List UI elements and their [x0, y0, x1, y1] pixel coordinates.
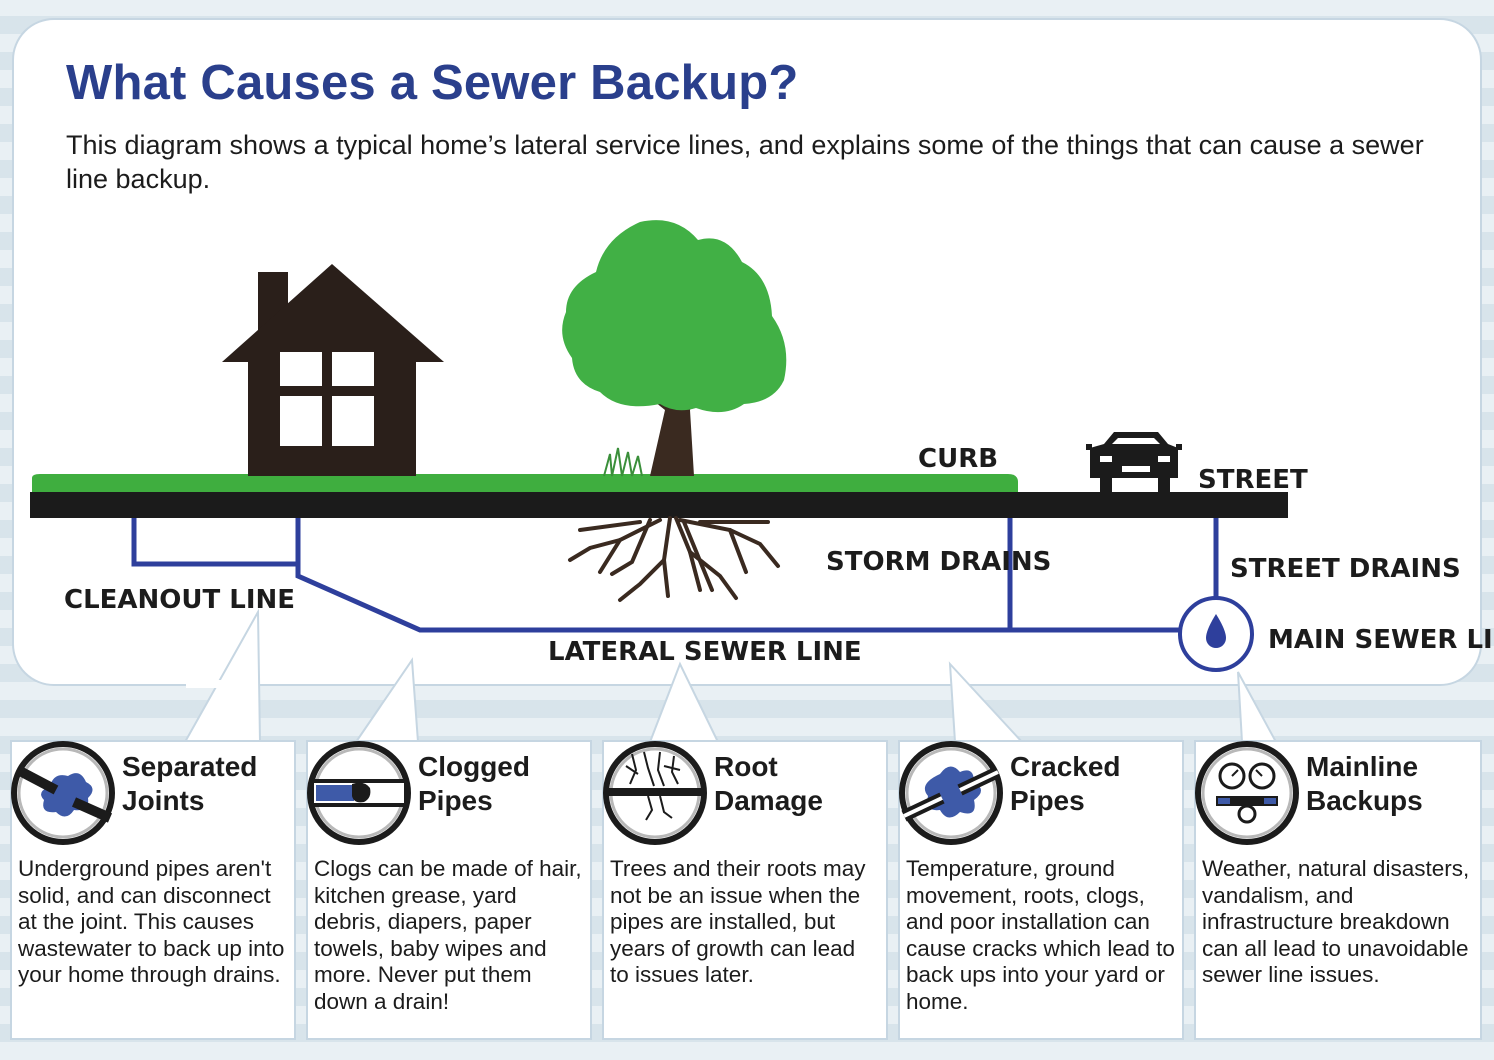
card-description: Clogs can be made of hair, kitchen greas…	[314, 856, 582, 1014]
house-icon	[222, 264, 444, 476]
callout-pointer-mainline-backups	[1237, 671, 1278, 743]
water-drop-icon	[1206, 614, 1226, 648]
card-description: Weather, natural disasters, vandalism, a…	[1202, 856, 1470, 988]
sewer-pipes	[131, 518, 1219, 633]
lateral-sewer-line-label: LATERAL SEWER LINE	[548, 637, 862, 667]
card-description: Underground pipes aren't solid, and can …	[18, 856, 285, 988]
curb-label: CURB	[918, 444, 998, 474]
tree-roots	[568, 516, 780, 602]
pressure-gauge-icon	[1194, 740, 1300, 846]
grass-strip	[32, 474, 1018, 494]
page-title: What Causes a Sewer Backup?	[66, 56, 799, 110]
car-icon	[1086, 432, 1182, 492]
street-label: STREET	[1198, 465, 1308, 495]
callout-pointer-separated-joints	[183, 608, 262, 743]
root-damage-icon	[602, 740, 708, 846]
street-drains-label: STREET DRAINS	[1230, 554, 1461, 584]
cracked-pipe-icon	[898, 740, 1004, 846]
callout-pointer-cracked-pipes	[948, 661, 1025, 743]
callout-pointer-clogged-pipes	[354, 657, 420, 743]
cleanout-line-pipe	[131, 518, 298, 567]
ground-band	[30, 492, 1288, 518]
card-description: Temperature, ground movement, roots, clo…	[906, 856, 1175, 1014]
seam-cover	[186, 680, 258, 688]
storm-drains-label: STORM DRAINS	[826, 547, 1051, 577]
clogged-pipe-icon	[306, 740, 412, 846]
tree-icon	[562, 220, 787, 477]
main-sewer-line-label: MAIN SEWER LINE	[1268, 625, 1494, 655]
lateral-sewer-line-pipe	[295, 518, 1182, 633]
cleanout-line-label: CLEANOUT LINE	[64, 585, 295, 615]
callout-pointers	[183, 608, 1278, 743]
callout-pointer-root-damage	[648, 661, 720, 743]
card-description: Trees and their roots may not be an issu…	[610, 856, 866, 988]
page-subtitle: This diagram shows a typical home’s late…	[66, 130, 1424, 194]
separated-joint-icon	[10, 740, 116, 846]
